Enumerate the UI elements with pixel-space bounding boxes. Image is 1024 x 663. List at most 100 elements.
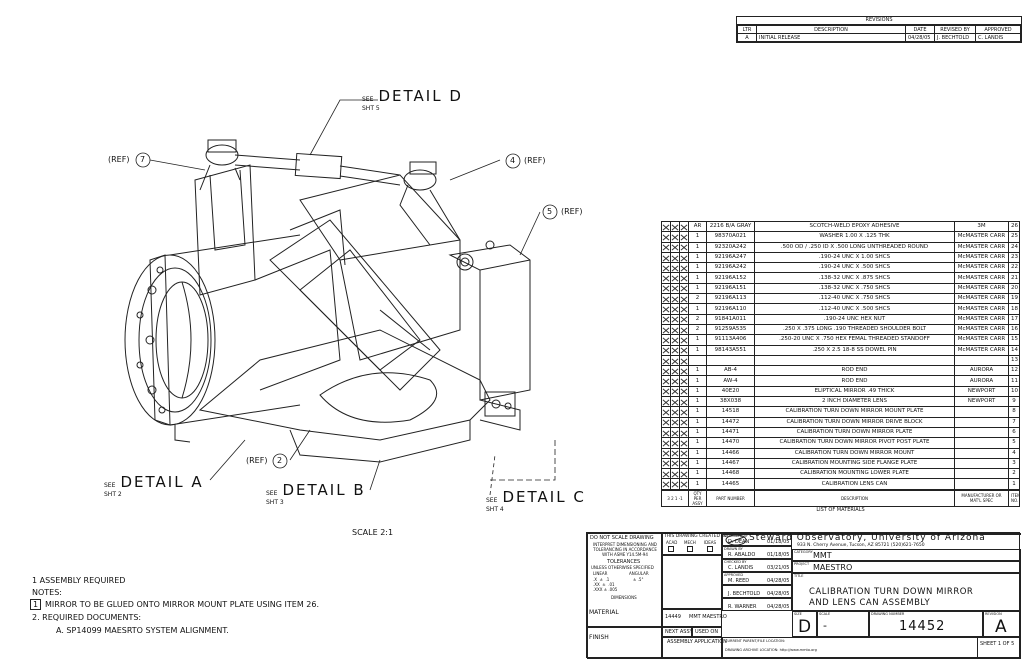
- detail-label: DETAIL C: [502, 488, 586, 506]
- rev-date: 04/28/05: [905, 33, 935, 42]
- bom-item-number: 16: [1008, 323, 1020, 336]
- mech-checkbox: [687, 546, 693, 552]
- note-2: 2. REQUIRED DOCUMENTS:: [32, 613, 142, 622]
- project-label: PROJECT: [794, 562, 810, 566]
- bom-qty: 1: [688, 437, 707, 449]
- bom-qty: 1: [688, 231, 707, 243]
- assembly-application: ASSEMBLY APPLICATION: [667, 639, 727, 645]
- bom-strike-cell: [679, 282, 689, 295]
- bom-qty: 2: [688, 313, 707, 325]
- bom-item-number: 11: [1008, 375, 1020, 387]
- bom-strike-cell: [670, 344, 680, 356]
- note-1: MIRROR TO BE GLUED ONTO MIRROR MOUNT PLA…: [45, 600, 320, 609]
- see-label: SEE: [104, 482, 116, 489]
- bom-part-number: 92196A151: [706, 282, 755, 295]
- bom-item-header: ITEM NO.: [1008, 489, 1020, 507]
- next-assy-label: NEXT ASSY: [665, 629, 693, 635]
- rev-approved: C. LANDIS: [975, 33, 1021, 42]
- bom-item-number: 1: [1008, 478, 1020, 490]
- bom-strike-cell: [661, 375, 671, 387]
- bom-manufacturer: [954, 354, 1009, 367]
- bom-manufacturer: McMASTER CARR: [954, 262, 1009, 274]
- bom-description: ROD END: [754, 365, 955, 377]
- ref5-post: (REF): [561, 207, 583, 216]
- designed-by-label: DESIGNED BY: [724, 534, 748, 538]
- ref4-num: 4: [510, 156, 516, 165]
- sheet-ref: SHT 3: [266, 499, 284, 506]
- bom-description: SCOTCH-WELD EPOXY ADHESIVE: [754, 220, 955, 233]
- bom-strike-cell: [679, 375, 689, 387]
- bom-description: .250 X 2.5 18-8 SS DOWEL PIN: [754, 344, 955, 356]
- bom-strike-cell: [670, 303, 680, 315]
- bom-qty: 1: [688, 282, 707, 295]
- bom-part-number: AW-4: [706, 375, 755, 387]
- bom-list-title: LIST OF MATERIALS: [816, 506, 865, 513]
- bom-qty: 1: [688, 241, 707, 253]
- bom-description: [754, 354, 955, 367]
- bom-strike-cell: [679, 293, 689, 305]
- title-block: DO NOT SCALE DRAWING INTERPRET DIMENSION…: [586, 532, 1021, 659]
- bom-part-number: 92320A242: [706, 241, 755, 253]
- bom-description: .138-32 UNC X .750 SHCS: [754, 282, 955, 295]
- table-row: 13: [661, 354, 1020, 367]
- angular-label: ANGULAR: [629, 571, 649, 576]
- drawing-number-label: DRAWING NUMBER: [871, 612, 905, 616]
- bom-part-number: 14466: [706, 447, 755, 459]
- bom-strike-cell: [661, 457, 671, 470]
- mech-label: MECH: [684, 540, 696, 545]
- bom-strike-cell: [670, 457, 680, 470]
- revisions-block: REVISIONS LTR DESCRIPTION DATE REVISED B…: [736, 16, 1022, 43]
- bom-manufacturer: McMASTER CARR: [954, 231, 1009, 243]
- bom-strike-cell: [679, 396, 689, 408]
- detail-a-callout: SEE DETAIL A SHT 2: [104, 472, 204, 498]
- sheet-ref: SHT 5: [362, 105, 380, 112]
- bom-strike-cell: [661, 344, 671, 356]
- bom-item-number: 21: [1008, 272, 1020, 284]
- bom-part-number: 98143A551: [706, 344, 755, 356]
- bom-item-number: 5: [1008, 437, 1020, 449]
- bom-description: .190-24 UNC X 1.00 SHCS: [754, 251, 955, 264]
- bom-item-number: 14: [1008, 344, 1020, 356]
- callout-circle-5: [542, 204, 558, 220]
- rev-header-desc: DESCRIPTION: [756, 25, 906, 34]
- bom-strike-cell: [670, 468, 680, 480]
- designed-date: 01/18/05: [767, 539, 790, 545]
- approved-2-date: 04/28/05: [767, 591, 790, 597]
- bom-strike-cell: [670, 220, 680, 233]
- bom-description: CALIBRATION TURN DOWN MIRROR PIVOT POST …: [754, 437, 955, 449]
- material-label: MATERIAL: [589, 609, 619, 616]
- approved-label: APPROVED: [724, 573, 744, 577]
- bom-manufacturer: [954, 447, 1009, 459]
- approved-3-date: 04/28/05: [767, 604, 790, 610]
- bom-part-number: 98370A021: [706, 231, 755, 243]
- bom-strike-cell: [661, 323, 671, 336]
- leaders: [149, 99, 556, 496]
- bom-manufacturer: 3M: [954, 220, 1009, 233]
- bom-manufacturer: McMASTER CARR: [954, 251, 1009, 264]
- bom-description: .500 OD / .250 ID X .500 LONG UNTHREADED…: [754, 241, 955, 253]
- drawn-by: R. ABALDO: [728, 552, 756, 558]
- bom-footer: 3 2 1 -1 QTY PER ASSY PART NUMBER DESCRI…: [661, 489, 1020, 507]
- bom-description: CALIBRATION TURN DOWN MIRROR DRIVE BLOCK: [754, 416, 955, 428]
- bom-manufacturer: [954, 457, 1009, 470]
- bom-part-number: 92196A110: [706, 303, 755, 315]
- bom-strike-cell: [670, 375, 680, 387]
- drawing-number: 14452: [899, 619, 946, 634]
- bom-strike-cell: [679, 416, 689, 428]
- bom-manufacturer: McMASTER CARR: [954, 293, 1009, 305]
- bom-part-number: [706, 354, 755, 367]
- bom-qty: 1: [688, 447, 707, 459]
- drawing-title: CALIBRATION TURN DOWN MIRROR: [809, 587, 974, 597]
- lens-can: [124, 234, 301, 443]
- bom-item-number: 24: [1008, 241, 1020, 253]
- ref7-num: 7: [140, 155, 146, 164]
- bom-strike-cell: [670, 323, 680, 336]
- bom-manufacturer: McMASTER CARR: [954, 344, 1009, 356]
- bom-qty: 2: [688, 293, 707, 305]
- bom-strike-cell: [670, 313, 680, 325]
- bom-description: .112-40 UNC X .750 SHCS: [754, 293, 955, 305]
